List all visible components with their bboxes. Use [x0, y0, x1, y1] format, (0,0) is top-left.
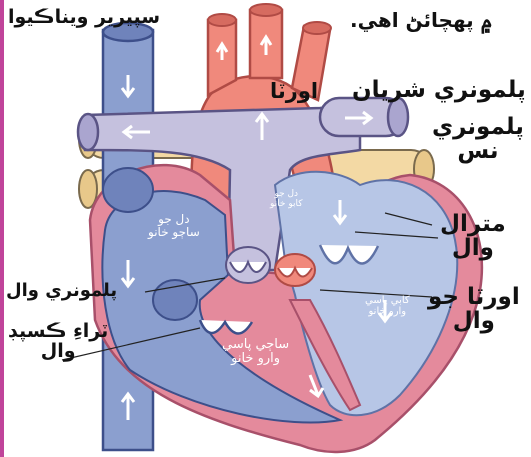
- label-aorta: اورٽا: [270, 80, 318, 102]
- label-pulmonary-vein: پلمونري نس: [432, 115, 524, 163]
- frame-edge: [0, 0, 4, 457]
- label-aortic-valve-line2: وال: [428, 309, 520, 333]
- chamber-left-ventricle-line2: وارو خانو: [365, 306, 410, 317]
- header-top-right: ۾ پهچائڻ اهي.: [350, 10, 492, 31]
- chamber-right-ventricle: ساڄي پاسي وارو خانو: [222, 338, 289, 367]
- chamber-right-atrium: دل جو ساڄو خانو: [148, 213, 200, 239]
- label-tricuspid-valve: ٽراءِ ڪسپڊ وال: [8, 322, 108, 362]
- label-tricuspid-valve-line2: وال: [8, 342, 108, 362]
- label-pulmonary-vein-line1: پلمونري: [432, 115, 524, 139]
- label-pulmonary-artery: پلمونري شريان: [352, 78, 526, 102]
- chamber-left-ventricle-line1: کابي پاسي: [365, 295, 410, 306]
- label-pulmonary-vein-line2: نس: [432, 139, 524, 163]
- chamber-right-ventricle-line2: وارو خانو: [222, 352, 289, 366]
- chamber-left-atrium-line2: کابو خانو: [270, 200, 303, 210]
- label-aortic-valve: اورٽا جو وال: [428, 285, 520, 333]
- vena-cava-opening-top: [103, 168, 153, 212]
- label-pulmonary-valve: پلمونري وال: [6, 282, 117, 301]
- label-tricuspid-valve-line1: ٽراءِ ڪسپڊ: [8, 322, 108, 342]
- chamber-right-atrium-line2: ساڄو خانو: [148, 226, 200, 239]
- label-mitral-valve-line1: مترال: [440, 212, 506, 236]
- pulmonary-valve: [226, 247, 270, 283]
- chamber-left-ventricle: کابي پاسي وارو خانو: [365, 295, 410, 317]
- label-mitral-valve-line2: وال: [440, 236, 506, 260]
- label-aortic-valve-line1: اورٽا جو: [428, 285, 520, 309]
- label-mitral-valve: مترال وال: [440, 212, 506, 260]
- chamber-right-ventricle-line1: ساڄي پاسي: [222, 338, 289, 352]
- header-top-left: سپيرير ويناڪيوا: [8, 8, 160, 28]
- vena-cava-opening-bottom: [153, 280, 197, 320]
- chamber-left-atrium: دل جو کابو خانو: [270, 190, 303, 210]
- aortic-valve: [275, 254, 315, 286]
